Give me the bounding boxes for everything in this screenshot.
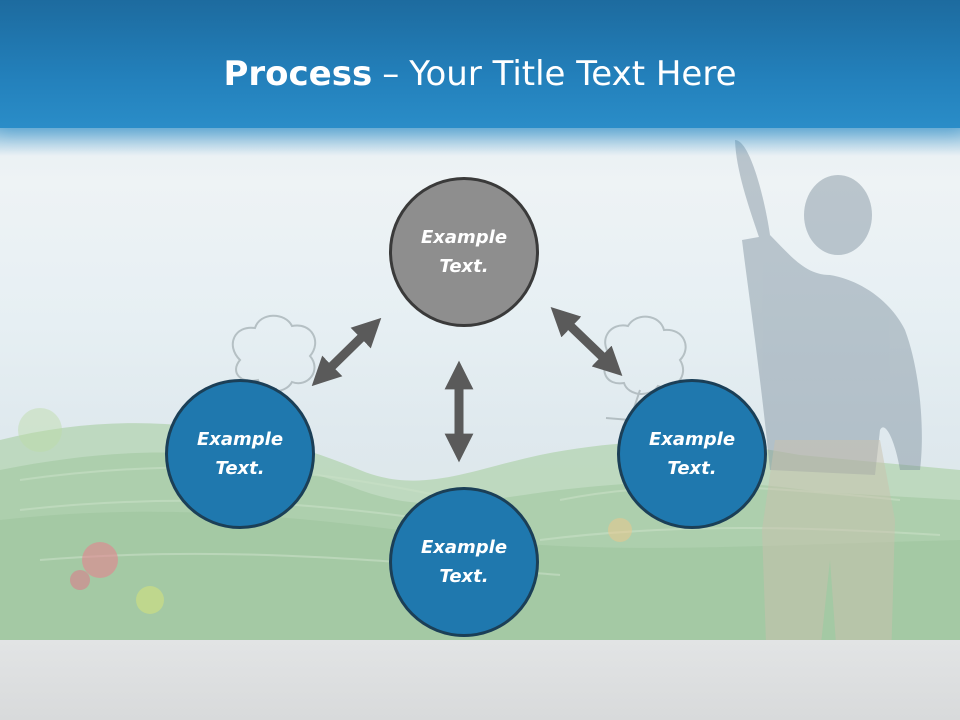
title-bar-fade [0, 128, 960, 156]
arrow-top-right [550, 307, 623, 376]
arrow-top-left [311, 317, 382, 387]
title-bar [0, 0, 960, 128]
page-title: Process–Your Title Text Here [0, 52, 960, 96]
node-right-label: Example Text. [648, 429, 736, 479]
title-bold: Process [223, 54, 373, 94]
node-left: Example Text. [165, 379, 315, 529]
title-text: Your Title Text Here [409, 54, 737, 94]
node-top: Example Text. [389, 177, 539, 327]
floor [0, 640, 960, 720]
node-right: Example Text. [617, 379, 767, 529]
node-left-label: Example Text. [196, 429, 284, 479]
node-top-label: Example Text. [420, 227, 508, 277]
node-bottom-label: Example Text. [420, 537, 508, 587]
node-bottom: Example Text. [389, 487, 539, 637]
title-separator: – [382, 54, 400, 94]
